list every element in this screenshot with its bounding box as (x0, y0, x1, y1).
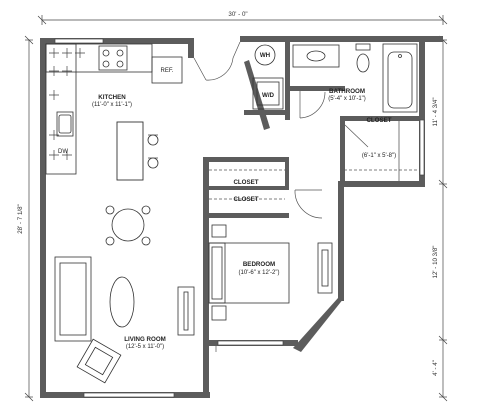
bathroom-door (299, 91, 326, 119)
armchair-icon (76, 338, 122, 384)
nightstand-icon (211, 224, 227, 321)
bedroom-name: BEDROOM (243, 261, 275, 268)
bedroom-size: (10'-6" x 12'-2") (239, 270, 280, 276)
coffee-table-icon (109, 276, 135, 328)
entry-door (193, 41, 241, 81)
dishwasher-label: DW (58, 149, 68, 155)
windows (54, 38, 425, 398)
water-heater-icon (254, 44, 276, 66)
bedroom-closet-rods (209, 169, 285, 200)
closet-main-size: (6'-1" x 5'-8") (362, 153, 396, 159)
dimension-right-lower: 4' - 4" (432, 360, 439, 376)
dimension-right-upper: 11' - 4 3/4" (432, 97, 439, 126)
closet-main-door (344, 124, 369, 148)
closet-1-name: CLOSET (233, 179, 258, 186)
dimension-top: 30' - 0" (228, 11, 247, 18)
washer-dryer-icon (252, 77, 284, 110)
living-room-name: LIVING ROOM (124, 336, 166, 343)
kitchen-island (116, 121, 144, 181)
bathroom-fixtures (292, 43, 418, 113)
dresser-icon (317, 242, 333, 294)
refrigerator-icon (151, 56, 183, 84)
refrigerator-label: REF. (160, 68, 173, 74)
dimension-left: 28' - 7 1/8" (17, 204, 24, 234)
kitchen-size: (11'-0" x 11'-1") (92, 102, 132, 108)
closet-2-name: CLOSET (233, 196, 258, 203)
kitchen-name: KITCHEN (98, 94, 126, 101)
bed-icon (208, 242, 290, 304)
sofa-icon (54, 256, 92, 342)
closet-main-shelf (344, 121, 419, 181)
bathroom-size: (5'-4" x 10'-1") (328, 96, 366, 102)
tv-stand-icon (177, 286, 195, 336)
bathroom-name: BATHROOM (329, 88, 365, 95)
dimension-right-middle: 12' - 10 3/8" (432, 246, 439, 279)
water-heater-label: WH (260, 52, 271, 59)
washer-dryer-label: W/D (262, 92, 275, 99)
stool-icon (147, 134, 159, 169)
dining-table-icon (105, 205, 151, 246)
stove-icon (98, 45, 128, 71)
living-room-size: (12'-5 x 11'-0") (126, 344, 164, 350)
bedroom-door (294, 189, 323, 219)
closet-main-name: CLOSET (366, 117, 391, 124)
sink-icon (56, 111, 74, 137)
